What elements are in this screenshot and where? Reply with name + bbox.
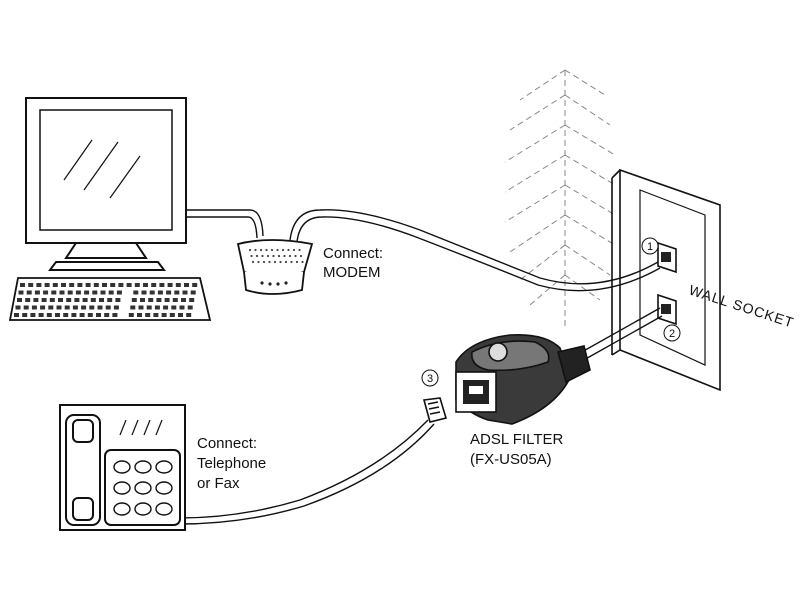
svg-text:3: 3 bbox=[427, 373, 433, 385]
svg-text:1: 1 bbox=[647, 241, 653, 253]
phone-label-line3: or Fax bbox=[197, 475, 240, 492]
phone-label-line1: Connect: bbox=[197, 435, 257, 452]
marker-1: 1 bbox=[641, 237, 659, 255]
modem-icon bbox=[236, 239, 314, 295]
telephone-cable bbox=[179, 419, 435, 525]
computer-to-modem-cable bbox=[186, 209, 264, 239]
modem-label-line2: MODEM bbox=[323, 264, 381, 281]
phone-label-line2: Telephone bbox=[197, 455, 266, 472]
marker-3: 3 bbox=[421, 369, 439, 387]
filter-to-wall-cable bbox=[579, 307, 663, 362]
rj11-plug-icon bbox=[422, 397, 448, 423]
marker-2: 2 bbox=[663, 324, 681, 342]
filter-label-line2: (FX-US05A) bbox=[470, 451, 552, 468]
keyboard-icon bbox=[8, 277, 212, 321]
modem-label-line1: Connect: bbox=[323, 245, 383, 262]
monitor-icon bbox=[25, 97, 187, 271]
filter-label-line1: ADSL FILTER bbox=[470, 431, 564, 448]
telephone-icon bbox=[59, 404, 186, 531]
wall-socket-icon bbox=[611, 168, 721, 392]
adsl-filter-icon bbox=[455, 333, 591, 425]
wall-icon bbox=[504, 69, 616, 330]
svg-text:2: 2 bbox=[669, 328, 675, 340]
modem-to-wall-cable bbox=[289, 209, 661, 292]
